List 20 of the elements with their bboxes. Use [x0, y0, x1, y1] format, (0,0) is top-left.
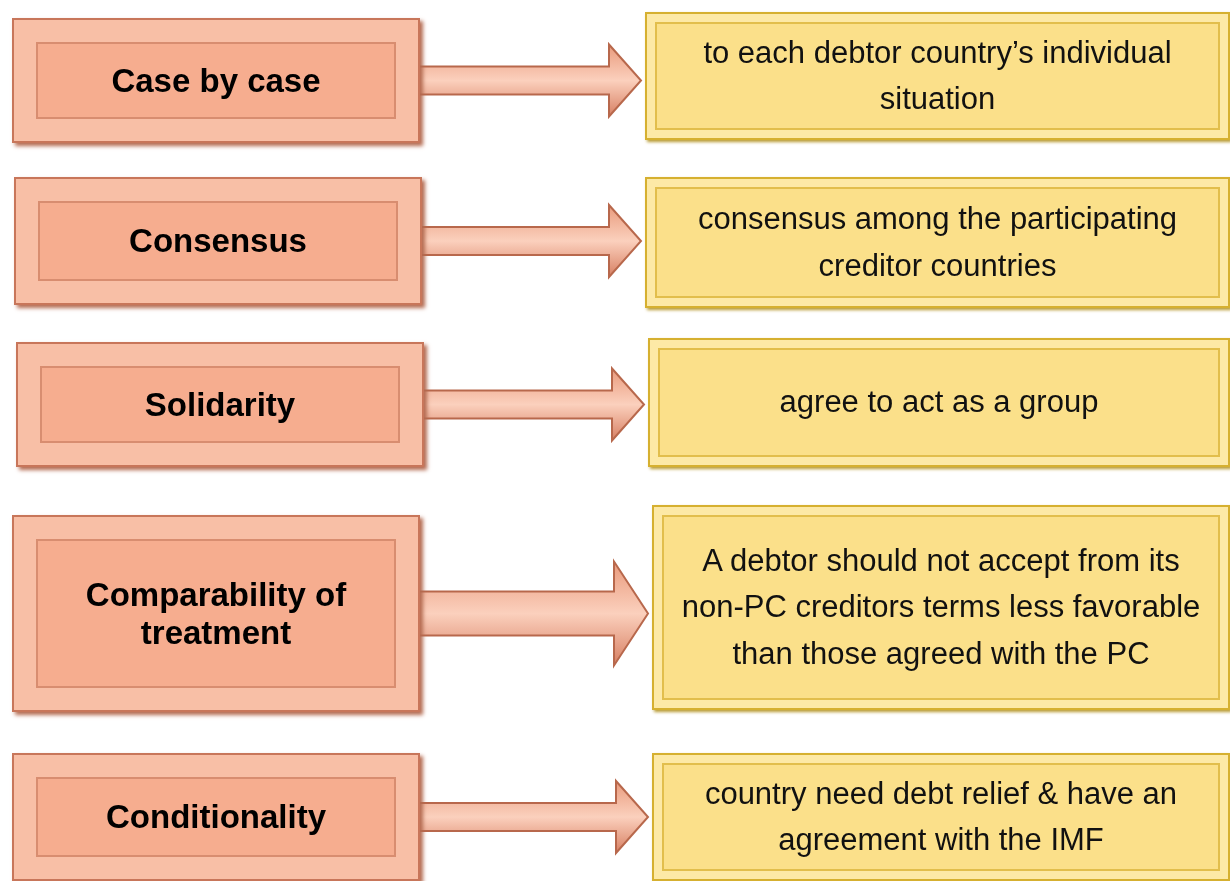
- description-box: [645, 12, 1230, 140]
- principle-box: [12, 18, 420, 143]
- principle-label: Case by case: [111, 61, 321, 100]
- principle-label: Consensus: [129, 222, 307, 260]
- principle-label: Solidarity: [144, 385, 296, 424]
- description-text: agree to act as a group: [779, 383, 1099, 422]
- principle-box: [16, 342, 424, 467]
- description-box: [652, 505, 1230, 710]
- principle-box: [12, 753, 420, 881]
- principle-label: Comparability of treatment: [84, 575, 348, 652]
- description-text: A debtor should not accept from its non-PC creditors terms less favorable than those agreed with the PC: [680, 541, 1202, 673]
- principle-label: Conditionality: [106, 798, 326, 836]
- description-box: [645, 177, 1230, 308]
- description-text: country need debt relief & have an agreement with the IMF: [703, 774, 1179, 859]
- description-text: consensus among the participating creditor countries: [696, 200, 1179, 285]
- description-text: to each debtor country’s individual situation: [702, 33, 1173, 118]
- principle-box: [12, 515, 420, 712]
- description-box: [652, 753, 1230, 881]
- description-box: [648, 338, 1230, 467]
- principle-box: [14, 177, 422, 305]
